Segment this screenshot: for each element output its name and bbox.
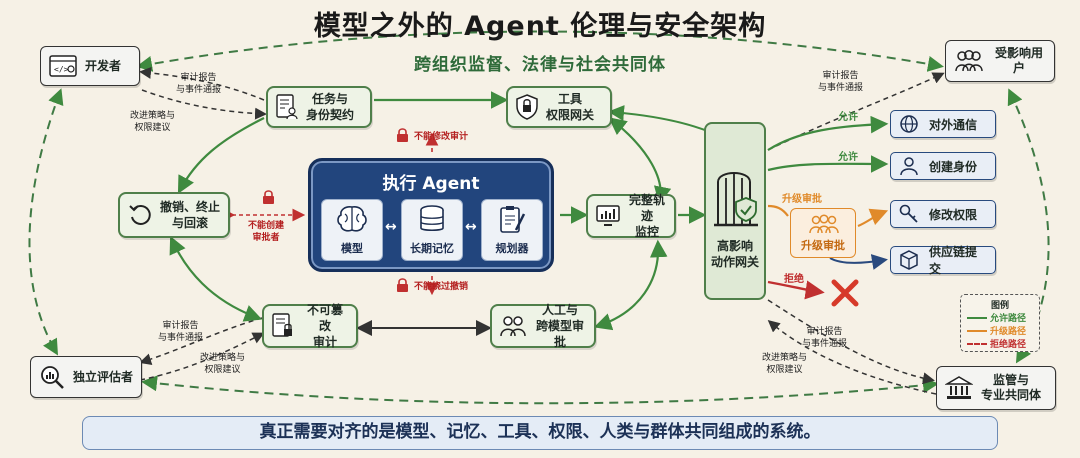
planner-label: 规划器 <box>495 242 529 255</box>
people-approval-icon <box>500 314 526 338</box>
human-cross-model-approval-label: 人工与 跨模型审批 <box>535 303 584 349</box>
lock-icon <box>262 190 275 209</box>
shield-lock-icon <box>516 94 538 120</box>
human-cross-model-approval-node: 人工与 跨模型审批 <box>490 303 596 349</box>
lock-icon <box>396 128 409 147</box>
people-group-icon <box>807 213 841 241</box>
full-trace-monitor-node: 完整轨迹 监控 <box>586 193 676 239</box>
allow-label: 允许 <box>838 112 858 123</box>
no-bypass-revoke-note: 不能绕过撤销 <box>414 282 469 292</box>
legend-label: 升级路径 <box>990 327 1027 337</box>
legend-swatch <box>967 329 987 332</box>
regulator-label: 监管与 专业共同体 <box>981 373 1042 402</box>
deny-label: 拒绝 <box>784 274 804 285</box>
no-create-approver-note: 不能创建 审批者 <box>248 221 285 243</box>
improve-policy-note: 改进策略与 权限建议 <box>200 353 246 375</box>
svg-text:</>: </> <box>54 65 69 74</box>
model-module: 模型 <box>321 199 383 261</box>
legend-item-allow: 允许路径 <box>967 311 1026 324</box>
audit-report-note: 审计报告 与事件通报 <box>818 71 864 93</box>
bidirectional-arrow-icon: ↔ <box>465 219 477 235</box>
legend-swatch <box>967 316 987 319</box>
model-module-label: 模型 <box>341 242 363 255</box>
audit-report-note: 审计报告 与事件通报 <box>802 327 848 349</box>
clipboard-pencil-icon <box>482 204 542 234</box>
legend-swatch <box>967 342 987 345</box>
immutable-audit-label: 不可篡改 审计 <box>306 303 343 349</box>
bidirectional-arrow-icon: ↔ <box>385 219 397 235</box>
supply-chain-submit-action: 供应链提交 <box>890 245 996 276</box>
escalation-approval-box: 升级审批 <box>790 208 856 258</box>
improve-policy-note: 改进策略与 权限建议 <box>762 353 808 375</box>
institution-icon <box>945 375 973 401</box>
bottom-summary-banner: 真正需要对齐的是模型、记忆、工具、权限、人类与群体共同组成的系统。 <box>82 416 998 450</box>
audit-report-note: 审计报告 与事件通报 <box>158 321 204 343</box>
magnifier-chart-icon <box>39 364 65 390</box>
independent-evaluator-actor: 独立评估者 <box>30 356 142 398</box>
undo-icon <box>128 203 152 227</box>
gate-shield-icon <box>714 168 760 232</box>
legend-title: 图例 <box>990 301 1009 311</box>
external-communication-action: 对外通信 <box>890 110 996 138</box>
task-identity-contract-label: 任务与 身份契约 <box>306 92 355 122</box>
developer-label: 开发者 <box>85 58 122 73</box>
page-title: 模型之外的 Agent 伦理与安全架构 <box>313 11 767 42</box>
modify-permission-label: 修改权限 <box>929 207 978 222</box>
legend-item-escalate: 升级路径 <box>967 324 1026 337</box>
developer-actor: </> 开发者 <box>40 46 140 86</box>
tool-permission-gateway-node: 工具 权限网关 <box>506 86 612 128</box>
escalation-approval-label: 升级审批 <box>801 239 845 252</box>
escalate-label: 升级审批 <box>782 194 822 205</box>
legend-label: 拒绝路径 <box>990 340 1027 350</box>
no-modify-audit-note: 不能修改审计 <box>414 132 469 142</box>
key-icon <box>899 204 919 224</box>
planner-module: 规划器 <box>481 199 543 261</box>
audit-report-note: 审计报告 与事件通报 <box>176 73 222 95</box>
full-trace-monitor-label: 完整轨迹 监控 <box>628 193 665 239</box>
database-icon <box>402 204 462 234</box>
monitor-chart-icon <box>596 205 620 227</box>
lock-icon <box>396 278 409 297</box>
legend-item-deny: 拒绝路径 <box>967 337 1026 350</box>
create-identity-label: 创建身份 <box>929 159 978 174</box>
legend-label: 允许路径 <box>990 314 1027 324</box>
long-term-memory-module: 长期记忆 <box>401 199 463 261</box>
audit-document-lock-icon <box>272 313 294 339</box>
user-icon <box>899 156 919 176</box>
subtitle: 跨组织监督、法律与社会共同体 <box>414 55 666 75</box>
affected-users-label: 受影响用户 <box>994 46 1043 75</box>
contract-document-icon <box>276 94 298 120</box>
tool-permission-gateway-label: 工具 权限网关 <box>546 92 595 122</box>
execution-agent: 执行 Agent 模型 ↔ 长期记忆 ↔ 规划器 <box>308 158 554 272</box>
revoke-terminate-rollback-label: 撤销、终止 与回滚 <box>160 200 221 230</box>
agent-title: 执行 Agent <box>382 174 480 194</box>
high-impact-action-gateway: 高影响 动作网关 <box>704 122 766 300</box>
regulator-actor: 监管与 专业共同体 <box>936 366 1056 410</box>
create-identity-action: 创建身份 <box>890 152 996 180</box>
package-box-icon <box>899 250 919 270</box>
globe-icon <box>899 114 919 134</box>
immutable-audit-node: 不可篡改 审计 <box>262 303 358 349</box>
high-impact-action-gateway-label: 高影响 动作网关 <box>710 239 759 269</box>
deny-x-icon <box>830 278 860 312</box>
long-term-memory-label: 长期记忆 <box>410 242 454 255</box>
supply-chain-submit-label: 供应链提交 <box>929 245 978 276</box>
allow-label: 允许 <box>838 152 858 163</box>
independent-evaluator-label: 独立评估者 <box>73 369 134 384</box>
affected-users-actor: 受影响用户 <box>945 40 1055 82</box>
improve-policy-note: 改进策略与 权限建议 <box>130 111 176 133</box>
revoke-terminate-rollback-node: 撤销、终止 与回滚 <box>118 192 230 238</box>
task-identity-contract-node: 任务与 身份契约 <box>266 86 372 128</box>
external-communication-label: 对外通信 <box>929 117 978 132</box>
modify-permission-action: 修改权限 <box>890 200 996 228</box>
legend: 图例 允许路径 升级路径 拒绝路径 <box>960 294 1040 352</box>
code-window-icon: </> <box>49 54 77 78</box>
brain-icon <box>322 204 382 234</box>
users-group-icon <box>954 49 984 73</box>
